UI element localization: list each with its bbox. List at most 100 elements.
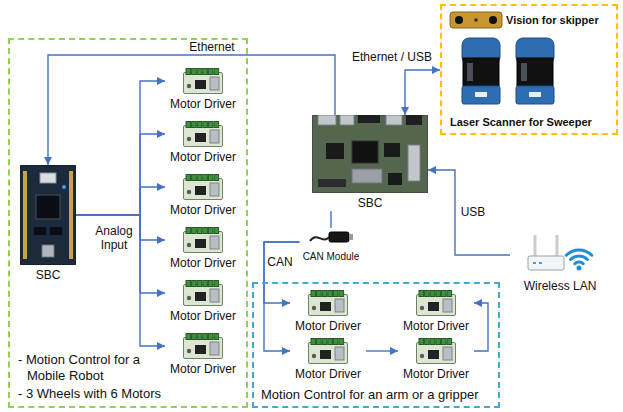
sbcB-icon-part	[312, 115, 428, 193]
connector-label: USB	[459, 205, 488, 219]
text-slot: Vision for skipper	[506, 13, 599, 27]
drv-icon	[183, 227, 223, 253]
drv-icon-part	[214, 334, 219, 340]
drv-icon	[416, 338, 456, 364]
connector-line	[366, 350, 398, 351]
drv-icon-part	[447, 339, 452, 345]
drv-icon-part	[430, 291, 435, 297]
drv-icon-part	[309, 343, 348, 364]
wireless-lan: Wireless LAN	[510, 232, 610, 294]
drv-icon-part	[425, 339, 430, 345]
connector-line	[405, 70, 440, 115]
sbcB-icon-part	[318, 115, 336, 125]
drv-icon-part	[210, 183, 219, 196]
drv-icon-part	[425, 291, 430, 297]
sbcB-icon-part	[408, 145, 420, 181]
drv-icon-part	[311, 339, 316, 345]
wlan-icon-part	[571, 256, 588, 260]
device-label: Motor Driver	[295, 367, 361, 381]
wlan-icon-part	[556, 235, 559, 258]
drv-icon-part	[210, 77, 219, 90]
drv-icon-part	[428, 350, 439, 359]
drv-icon-part	[186, 228, 191, 234]
drv-icon-part	[203, 69, 208, 75]
sbcA-icon-part	[36, 195, 60, 219]
drv-icon-part	[187, 349, 191, 353]
drv-icon-part	[214, 122, 219, 128]
connector-line	[264, 242, 300, 351]
text-slot: - Motion Control for a Mobile Robot	[18, 352, 145, 384]
drv-icon-part	[335, 347, 344, 360]
drv-icon-part	[210, 342, 219, 355]
drv-icon-part	[312, 306, 316, 310]
connector-line	[428, 170, 510, 255]
motor-driver: Motor Driver	[165, 333, 241, 377]
can-icon-part	[349, 234, 353, 240]
drv-icon-part	[184, 285, 223, 306]
device-label: Wireless LAN	[524, 279, 597, 293]
drv-icon-part	[203, 228, 208, 234]
drv-icon-part	[184, 232, 223, 253]
sensor-illustration-part	[462, 38, 500, 104]
sensor-group: Vision for skipperLaser Scanner for Swee…	[440, 4, 618, 135]
drv-icon-part	[203, 122, 208, 128]
drv-icon-part	[430, 339, 435, 345]
drv-icon	[183, 121, 223, 147]
device-label: Motor Driver	[170, 203, 236, 217]
connector-label: Ethernet / USB	[350, 50, 434, 64]
drv-icon-part	[339, 291, 344, 297]
drv-icon-part	[184, 179, 223, 200]
sensor-illustration-part-part	[529, 92, 541, 97]
drv-icon-part	[195, 133, 206, 142]
sensor-illustration-part-part	[517, 58, 553, 86]
connector-line	[76, 134, 165, 215]
drv-icon-part	[197, 281, 202, 287]
sbcB-icon-part	[386, 115, 402, 125]
sensor-illustration-part	[450, 12, 502, 28]
device-label: Motor Driver	[170, 362, 236, 376]
wlan-icon-part	[539, 262, 542, 264]
drv-icon-part	[322, 291, 327, 297]
device-label: CAN Module	[303, 251, 360, 263]
mobile-robot-group: - Motion Control for a Mobile Robot- 3 W…	[8, 38, 248, 408]
drv-icon-part	[441, 339, 446, 345]
group-heading: - Motion Control for a Mobile Robot	[18, 352, 145, 384]
drv-icon-part	[192, 69, 197, 75]
arm-control-group: Motion Control for an arm or a gripper Mo…	[252, 282, 500, 408]
device-label: Motor Driver	[170, 97, 236, 111]
group-heading: Motion Control for an arm or a gripper	[261, 387, 478, 403]
drv-icon-part	[208, 281, 213, 287]
drv-icon-part	[328, 291, 333, 297]
sbcB-icon-part	[326, 143, 344, 159]
sensor-illustration-part-part	[455, 16, 463, 24]
drv-icon-part	[208, 69, 213, 75]
drv-icon-part	[335, 299, 344, 312]
drv-icon-part	[187, 84, 191, 88]
drv-icon-part	[197, 122, 202, 128]
drv-icon-part	[186, 175, 191, 181]
drv-icon-part	[187, 137, 191, 141]
drv-icon-part	[320, 302, 331, 311]
drv-icon-part	[186, 69, 191, 75]
motor-driver: Motor Driver	[165, 121, 241, 165]
sbcB-icon-part	[384, 143, 400, 157]
motor-driver: Motor Driver	[398, 290, 474, 334]
drv-icon-part	[441, 291, 446, 297]
sbcB-icon-part	[318, 179, 346, 187]
sensor-illustration-part-part	[489, 16, 497, 24]
sbcA-icon	[20, 165, 76, 265]
drv-icon-part	[187, 243, 191, 247]
drv-icon	[308, 290, 348, 316]
drv-icon-part	[203, 175, 208, 181]
drv-icon-part	[420, 354, 424, 358]
drv-icon-part	[195, 292, 206, 301]
drv-icon-part	[184, 338, 223, 359]
sensor-illustration-part-part	[475, 92, 487, 97]
drv-icon-part	[187, 190, 191, 194]
sensor-illustration-part	[516, 38, 554, 104]
sensor-illustration-part-part	[450, 12, 502, 28]
sbc-board: SBC	[312, 115, 428, 211]
drv-icon-part	[210, 236, 219, 249]
